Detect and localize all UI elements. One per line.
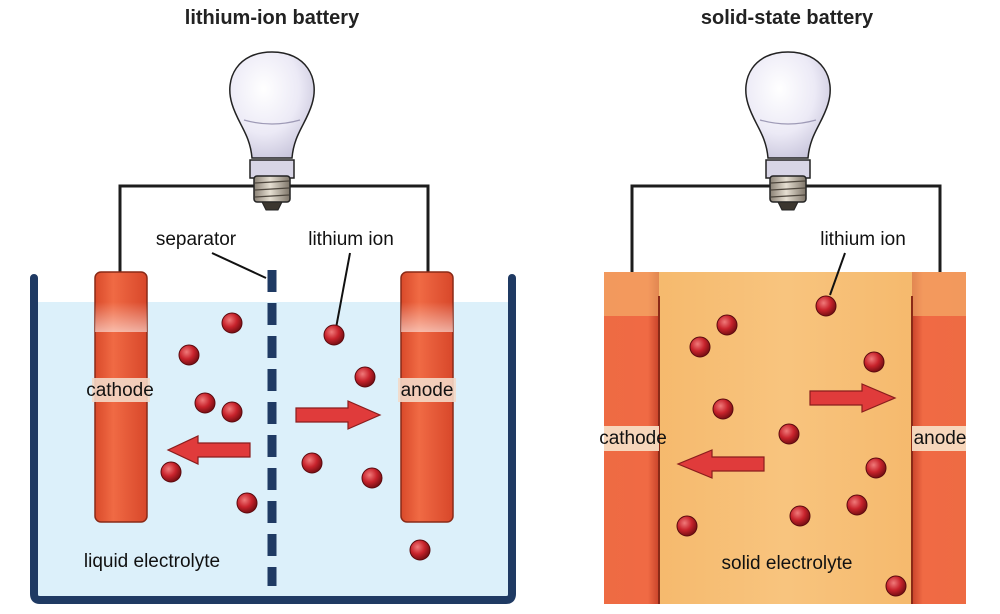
lithium-ion-particle	[221, 401, 243, 423]
lithium-ion-particle	[354, 366, 376, 388]
lithium-ion-particle	[160, 461, 182, 483]
right-anode-electrode	[911, 272, 966, 604]
separator-pointer	[211, 252, 267, 279]
lithium-ion-particle	[676, 515, 698, 537]
lithium-ion-particle	[361, 467, 383, 489]
lithium-ion-particle	[789, 505, 811, 527]
lithium-ion-particle	[194, 392, 216, 414]
lithium-ion-panel: lithium-ion battery	[30, 7, 516, 604]
lithium-ion-particle	[815, 295, 837, 317]
left-cathode-label: cathode	[86, 380, 154, 401]
lithium-ion-particle	[323, 324, 345, 346]
lithium-ion-particle	[712, 398, 734, 420]
left-anode-electrode	[398, 271, 456, 523]
light-bulb-icon	[745, 51, 831, 211]
beaker-container	[30, 274, 516, 604]
left-arrow-to-cathode-icon	[166, 435, 251, 465]
right-anode-label: anode	[914, 428, 967, 449]
lithium-ion-particle	[236, 492, 258, 514]
left-wire-anode	[280, 184, 430, 272]
lithium-ion-particle	[301, 452, 323, 474]
right-cathode-label: cathode	[599, 428, 667, 449]
left-ion-label: lithium ion	[308, 229, 394, 250]
solid-electrolyte-label: solid electrolyte	[722, 553, 853, 574]
right-ion-pointer	[829, 252, 846, 296]
lithium-ion-particle	[689, 336, 711, 358]
lithium-ion-particle	[221, 312, 243, 334]
lithium-ion-particle	[865, 457, 887, 479]
left-anode-label: anode	[401, 380, 454, 401]
light-bulb-icon	[229, 51, 315, 211]
left-arrow-to-cathode-icon	[676, 449, 765, 479]
right-ion-label: lithium ion	[820, 229, 906, 250]
lithium-ion-particle	[778, 423, 800, 445]
left-cathode-electrode	[92, 271, 150, 523]
lithium-ion-particle	[409, 539, 431, 561]
lithium-ion-particle	[178, 344, 200, 366]
lithium-ion-particle	[846, 494, 868, 516]
lithium-ion-particle	[885, 575, 907, 597]
liquid-electrolyte-label: liquid electrolyte	[84, 551, 220, 572]
right-wire-anode	[792, 184, 942, 272]
lithium-ion-particle	[716, 314, 738, 336]
left-wire-cathode	[118, 184, 270, 272]
right-cathode-electrode	[604, 272, 660, 604]
lithium-ion-title: lithium-ion battery	[185, 7, 360, 29]
right-arrow-to-anode-icon	[809, 383, 897, 413]
right-ions	[676, 295, 907, 597]
right-wire-cathode	[630, 184, 784, 272]
left-ions	[160, 312, 431, 561]
left-ion-pointer	[335, 252, 351, 329]
right-arrow-to-anode-icon	[295, 400, 382, 430]
solid-state-title: solid-state battery	[701, 7, 874, 29]
separator-label: separator	[156, 229, 237, 250]
solid-state-panel: solid-state battery	[599, 7, 966, 604]
lithium-ion-particle	[863, 351, 885, 373]
